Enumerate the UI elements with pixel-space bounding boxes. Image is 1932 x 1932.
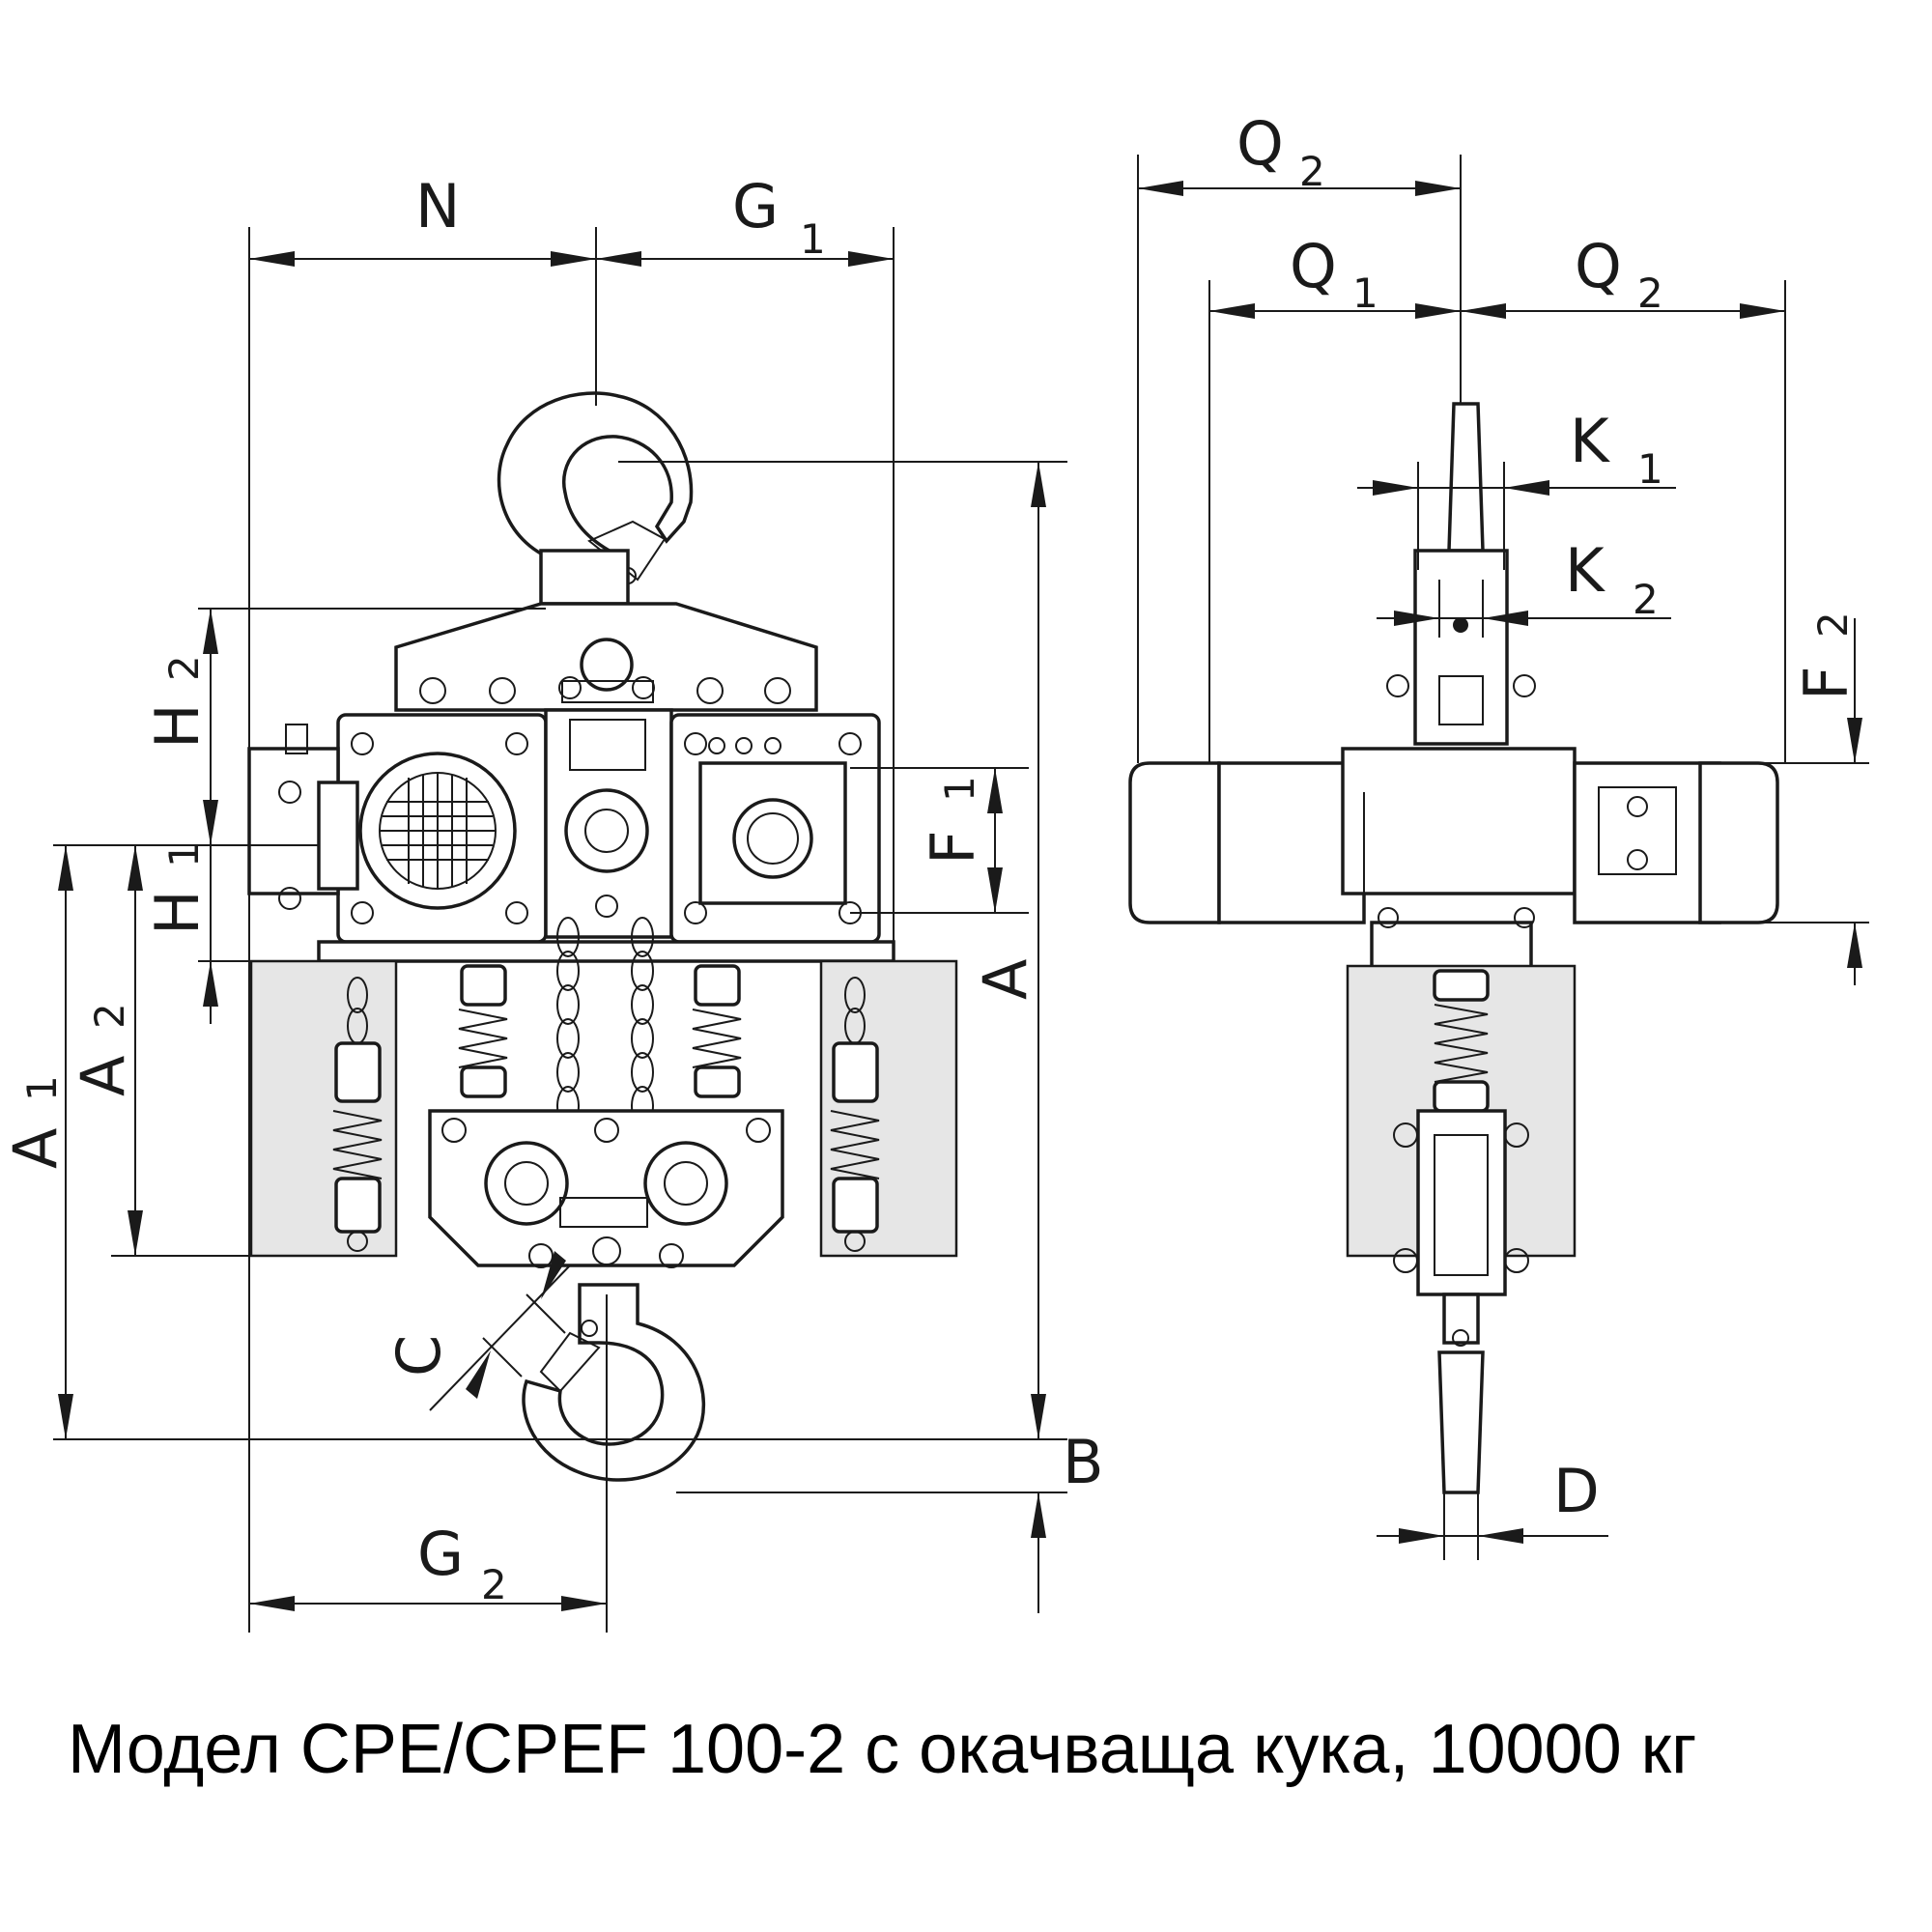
label-Q1: Q xyxy=(1290,231,1337,301)
label-G1-sub: 1 xyxy=(800,215,826,263)
label-Q2-top-sub: 2 xyxy=(1299,148,1325,195)
label-H2-sub: 2 xyxy=(160,655,208,681)
load-chains xyxy=(347,917,866,1126)
side-bottom-hook xyxy=(1437,1293,1485,1494)
bottom-block xyxy=(428,1109,784,1268)
springs xyxy=(332,964,880,1252)
label-D: D xyxy=(1553,1456,1600,1526)
label-K1: K xyxy=(1570,406,1610,476)
right-gearbox xyxy=(669,713,881,944)
label-K2: K xyxy=(1565,535,1605,606)
left-motor xyxy=(247,713,548,944)
side-bottom-block xyxy=(1393,1109,1529,1296)
dimension-labels: N G 1 G 2 H 2 H 1 A 1 A 2 A B C F 1 Q 2 … xyxy=(0,108,1861,1608)
label-A: A xyxy=(970,959,1040,1000)
label-G2-sub: 2 xyxy=(481,1561,507,1608)
drawing-caption: Модел CPE/CPEF 100-2 с окачваща кука, 10… xyxy=(68,1711,1697,1788)
top-crossbeam xyxy=(394,602,818,712)
spring-1 xyxy=(332,1041,383,1252)
label-G2: G xyxy=(417,1519,464,1589)
front-view xyxy=(247,391,958,1482)
dimension-lines xyxy=(53,155,1869,1633)
side-motor xyxy=(1128,747,1779,924)
side-view xyxy=(1128,402,1779,1494)
label-F1-sub: 1 xyxy=(936,776,983,802)
label-Q2-right-sub: 2 xyxy=(1637,270,1663,317)
label-B: B xyxy=(1063,1427,1104,1497)
label-H1: H xyxy=(142,890,213,935)
label-G1: G xyxy=(732,171,779,242)
side-spring xyxy=(1433,969,1490,1113)
label-Q2-right: Q xyxy=(1575,231,1622,301)
fan-grid xyxy=(381,773,495,889)
label-F2-sub: 2 xyxy=(1809,611,1857,638)
label-Q2-top: Q xyxy=(1236,108,1284,179)
spring-2 xyxy=(458,964,508,1098)
label-A1: A xyxy=(0,1128,71,1169)
bottom-hook xyxy=(522,1283,706,1482)
spring-3 xyxy=(692,964,742,1098)
center-plate xyxy=(544,708,673,939)
top-hook xyxy=(497,391,694,606)
side-frame xyxy=(1370,921,1533,973)
label-A2: A xyxy=(68,1056,138,1096)
label-A1-sub: 1 xyxy=(18,1075,66,1101)
label-C: C xyxy=(384,1335,454,1377)
label-H2: H xyxy=(142,703,213,749)
label-N: N xyxy=(415,171,460,242)
label-K2-sub: 2 xyxy=(1633,576,1659,623)
label-A2-sub: 2 xyxy=(86,1003,133,1029)
chain-right xyxy=(631,917,654,1126)
label-K1-sub: 1 xyxy=(1637,445,1663,493)
spring-4 xyxy=(830,1041,880,1252)
label-H1-sub: 1 xyxy=(160,841,208,867)
label-Q1-sub: 1 xyxy=(1352,270,1378,317)
chain-left xyxy=(556,917,580,1126)
base-rail xyxy=(317,940,895,963)
label-F2: F xyxy=(1791,666,1861,700)
label-F1: F xyxy=(918,830,988,865)
side-top-hook xyxy=(1386,402,1536,746)
